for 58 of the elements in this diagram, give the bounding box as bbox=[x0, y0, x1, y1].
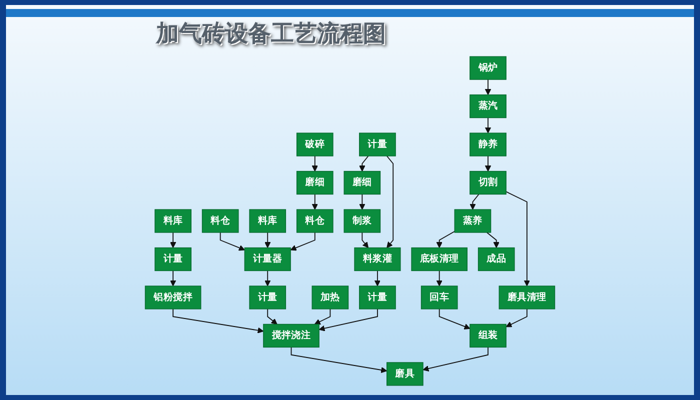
node-box: 料仓 bbox=[296, 209, 334, 233]
arrow bbox=[484, 156, 492, 172]
node-box: 搅拌浇注 bbox=[263, 324, 320, 348]
arrow bbox=[312, 194, 318, 210]
node-box: 料浆灌 bbox=[354, 247, 401, 272]
arrow bbox=[359, 194, 366, 210]
node-box: 磨具清理 bbox=[498, 286, 556, 310]
arrow bbox=[374, 270, 381, 286]
arrow bbox=[264, 270, 271, 286]
node-box: 组装 bbox=[470, 324, 506, 348]
node-box: 锅炉 bbox=[470, 56, 506, 80]
arrow bbox=[506, 191, 530, 286]
node-box: 料仓 bbox=[202, 209, 239, 233]
arrow bbox=[170, 270, 176, 286]
arrow bbox=[486, 232, 500, 248]
arrow bbox=[264, 232, 271, 248]
arrow bbox=[312, 156, 318, 172]
arrow bbox=[438, 308, 470, 330]
node-box: 加热 bbox=[312, 286, 349, 310]
node-box: 磨细 bbox=[344, 170, 381, 195]
node-box: 制浆 bbox=[344, 209, 381, 233]
node-box: 底板清理 bbox=[411, 247, 468, 272]
node-box: 计量 bbox=[359, 132, 396, 156]
title: 加气砖设备工艺流程图 bbox=[156, 19, 386, 49]
arrow bbox=[220, 232, 245, 251]
node-box: 破碎 bbox=[296, 132, 334, 156]
arrow bbox=[314, 308, 331, 325]
node-box: 静养 bbox=[470, 132, 506, 156]
node-box: 料库 bbox=[249, 209, 286, 233]
node-box: 蒸养 bbox=[454, 209, 492, 233]
arrow bbox=[290, 346, 388, 374]
arrow bbox=[359, 156, 369, 172]
node-box: 蒸汽 bbox=[470, 94, 506, 118]
node-box: 切割 bbox=[470, 170, 506, 195]
arrow bbox=[506, 308, 528, 328]
arrow bbox=[436, 270, 442, 286]
node-box: 回车 bbox=[420, 286, 458, 310]
arrow bbox=[422, 346, 488, 372]
node-box: 铝粉搅拌 bbox=[144, 286, 202, 310]
arrow bbox=[318, 308, 378, 332]
arrow bbox=[386, 156, 394, 248]
node-box: 成品 bbox=[478, 247, 515, 272]
node-box: 磨具 bbox=[386, 362, 424, 386]
arrow bbox=[170, 232, 176, 248]
arrow bbox=[470, 194, 480, 210]
arrow bbox=[267, 308, 278, 325]
arrow bbox=[484, 79, 492, 96]
node-box: 计量器 bbox=[244, 247, 291, 272]
arrow bbox=[172, 308, 264, 334]
arrow bbox=[484, 117, 492, 134]
node-box: 计量 bbox=[154, 247, 192, 272]
node-box: 计量 bbox=[359, 286, 396, 310]
node-box: 计量 bbox=[249, 286, 286, 310]
arrow bbox=[290, 232, 316, 251]
arrow bbox=[362, 232, 369, 248]
node-box: 磨细 bbox=[296, 170, 334, 195]
node-box: 料库 bbox=[154, 209, 192, 233]
arrow bbox=[436, 230, 456, 248]
